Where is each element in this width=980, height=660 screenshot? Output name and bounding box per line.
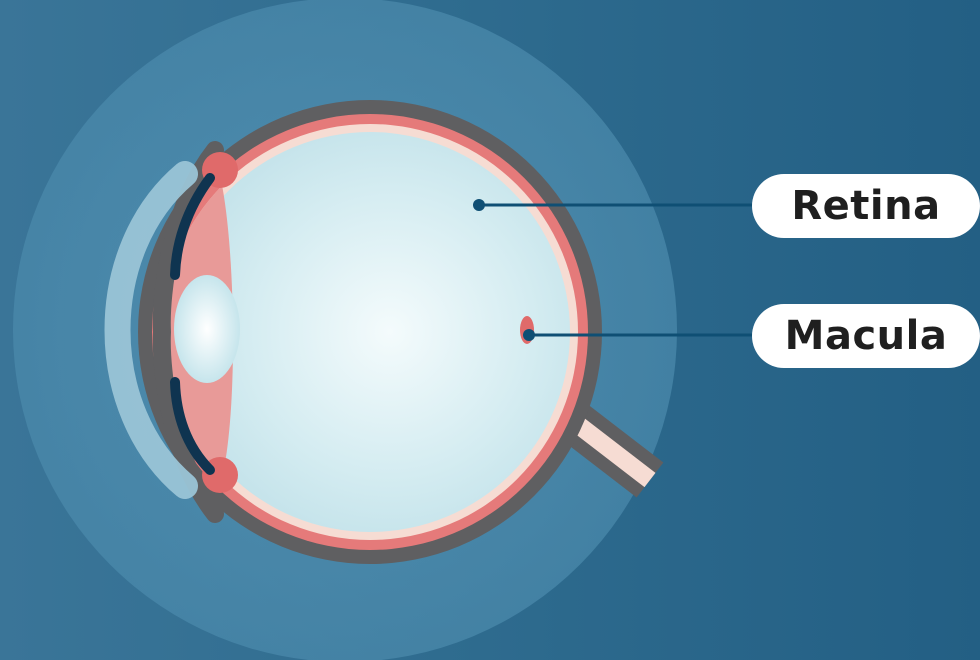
macula-label: Macula — [752, 304, 980, 368]
retina-label-text: Retina — [791, 183, 940, 229]
retina-pointer-dot — [473, 199, 485, 211]
macula-label-text: Macula — [785, 313, 948, 359]
lens — [174, 275, 240, 383]
macula-pointer-dot — [523, 329, 535, 341]
retina-label: Retina — [752, 174, 980, 238]
